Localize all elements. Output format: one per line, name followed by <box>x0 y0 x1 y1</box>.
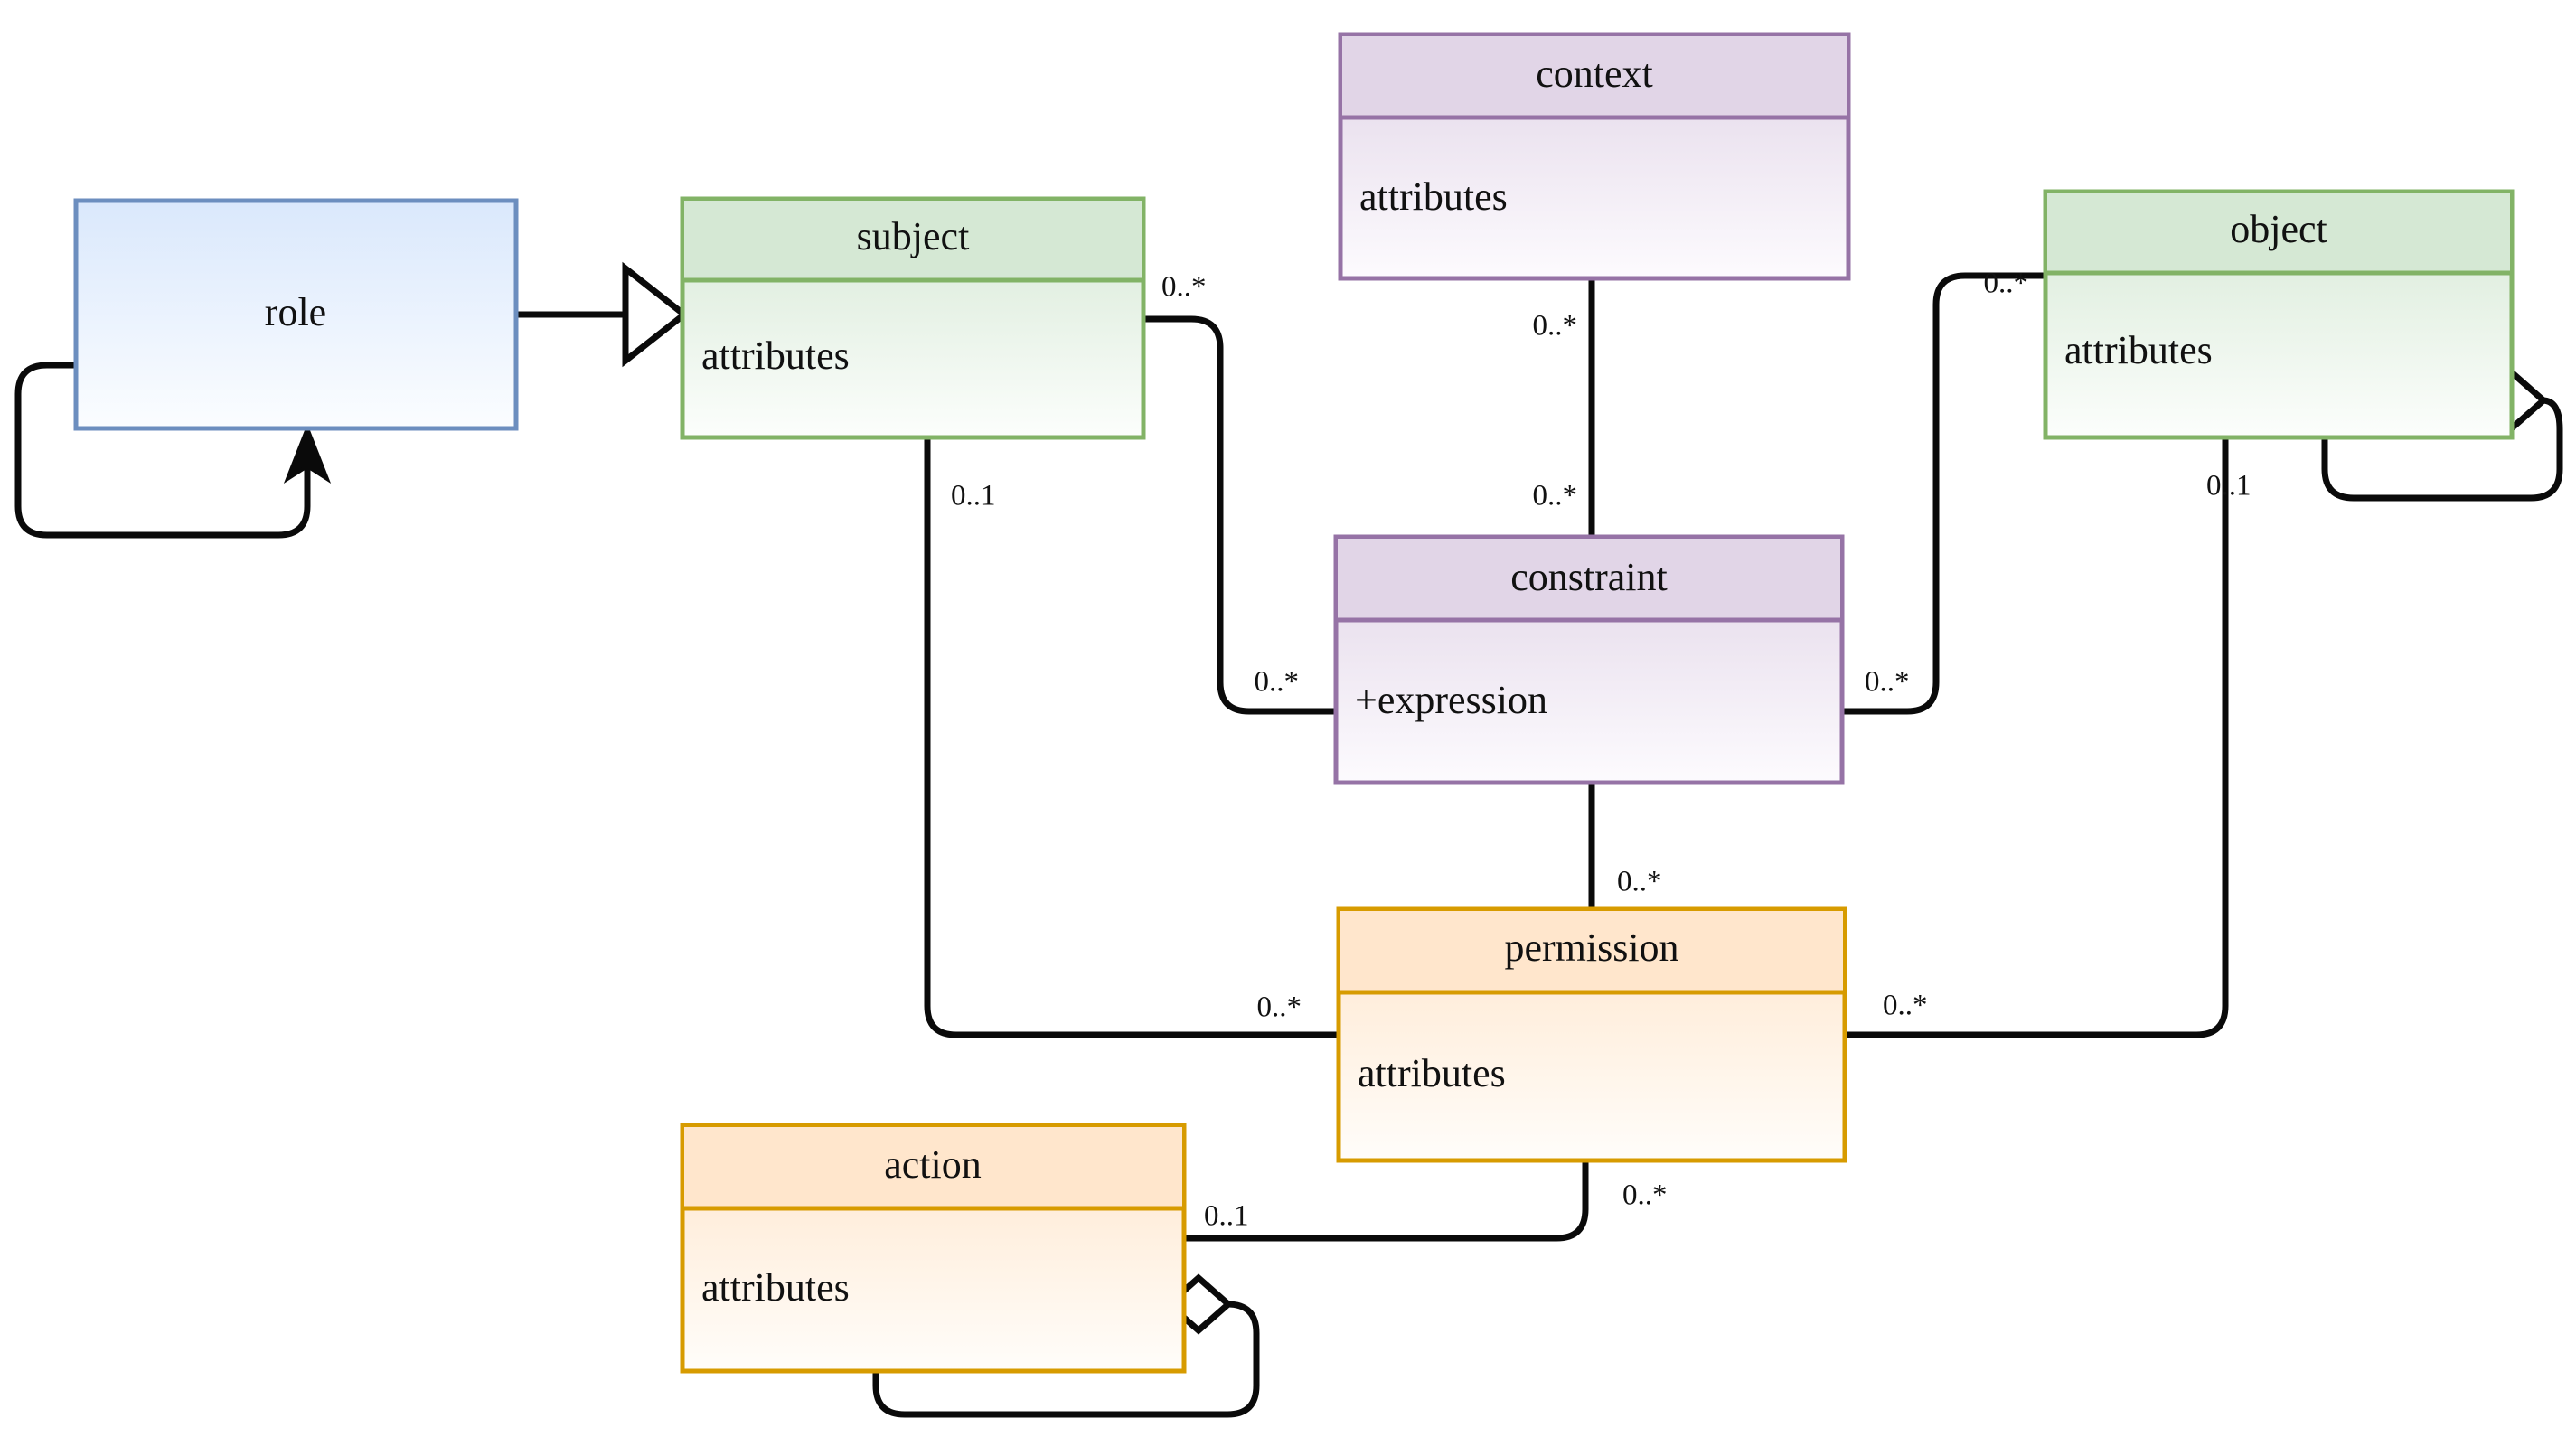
class-box-action[interactable]: action attributes <box>680 1123 1187 1374</box>
class-box-subject[interactable]: subject attributes <box>680 196 1146 440</box>
edge-role-self-association[interactable] <box>14 362 332 539</box>
object-header-fill <box>2047 193 2510 273</box>
action-attributes-label: attributes <box>701 1265 850 1310</box>
subject-attributes-label: attributes <box>701 333 850 378</box>
edge-action-permission[interactable] <box>1180 1157 1589 1242</box>
hollow-triangle-icon <box>622 261 690 368</box>
permission-header-fill <box>1340 911 1843 992</box>
multiplicity-constraint-left: 0..* <box>1255 666 1300 699</box>
subject-permission-path <box>924 434 1342 1038</box>
action-title: action <box>884 1142 982 1187</box>
context-attributes-label: attributes <box>1359 174 1508 219</box>
class-box-permission[interactable]: permission attributes <box>1336 906 1847 1163</box>
action-header-fill <box>684 1127 1182 1208</box>
permission-title: permission <box>1504 925 1678 970</box>
multiplicity-constraint-right: 0..* <box>1865 666 1910 699</box>
constraint-expression-label: +expression <box>1355 678 1547 722</box>
edge-constraint-object[interactable] <box>1838 272 2049 715</box>
multiplicity-action-right: 0..1 <box>1204 1200 1249 1233</box>
class-box-role[interactable]: role <box>73 198 519 431</box>
constraint-title: constraint <box>1510 555 1668 599</box>
edge-role-generalizes-subject[interactable] <box>516 261 690 368</box>
constraint-object-path <box>1838 272 2049 715</box>
context-header-fill <box>1342 36 1847 117</box>
edge-subject-permission[interactable] <box>924 434 1342 1038</box>
constraint-header-fill <box>1338 539 1840 620</box>
edge-subject-constraint[interactable] <box>1140 315 1341 715</box>
edge-object-permission[interactable] <box>1841 434 2229 1038</box>
class-box-constraint[interactable]: constraint +expression <box>1333 534 1845 785</box>
role-self-arrow-head-icon <box>283 423 332 484</box>
permission-attributes-label: attributes <box>1358 1051 1506 1095</box>
role-title: role <box>265 290 326 334</box>
multiplicity-object-left: 0..* <box>1984 268 2029 300</box>
subject-title: subject <box>857 214 970 258</box>
object-permission-path <box>1841 434 2229 1038</box>
role-self-loop-path <box>14 362 311 539</box>
multiplicity-constraint-permission: 0..* <box>1617 866 1662 898</box>
role-box-rect <box>73 198 519 431</box>
class-box-object[interactable]: object attributes <box>2043 189 2515 440</box>
action-self-loop-path <box>872 1301 1260 1418</box>
multiplicity-subject-bottom: 0..1 <box>951 480 996 512</box>
multiplicity-subject-right: 0..* <box>1161 271 1207 304</box>
action-permission-path <box>1180 1157 1589 1242</box>
multiplicity-permission-right: 0..* <box>1883 990 1928 1022</box>
multiplicity-object-bottom: 0..1 <box>2206 470 2252 503</box>
object-self-loop-path <box>2321 397 2563 502</box>
subject-constraint-path <box>1140 315 1341 715</box>
multiplicity-permission-bottom: 0..* <box>1622 1179 1668 1212</box>
multiplicity-permission-left: 0..* <box>1257 991 1302 1024</box>
subject-header-fill <box>684 201 1142 280</box>
multiplicity-context-bottom: 0..* <box>1533 310 1578 343</box>
class-box-context[interactable]: context attributes <box>1338 32 1851 281</box>
object-attributes-label: attributes <box>2064 328 2213 372</box>
multiplicity-constraint-top: 0..* <box>1533 480 1578 512</box>
object-title: object <box>2230 207 2327 251</box>
context-title: context <box>1536 52 1653 96</box>
